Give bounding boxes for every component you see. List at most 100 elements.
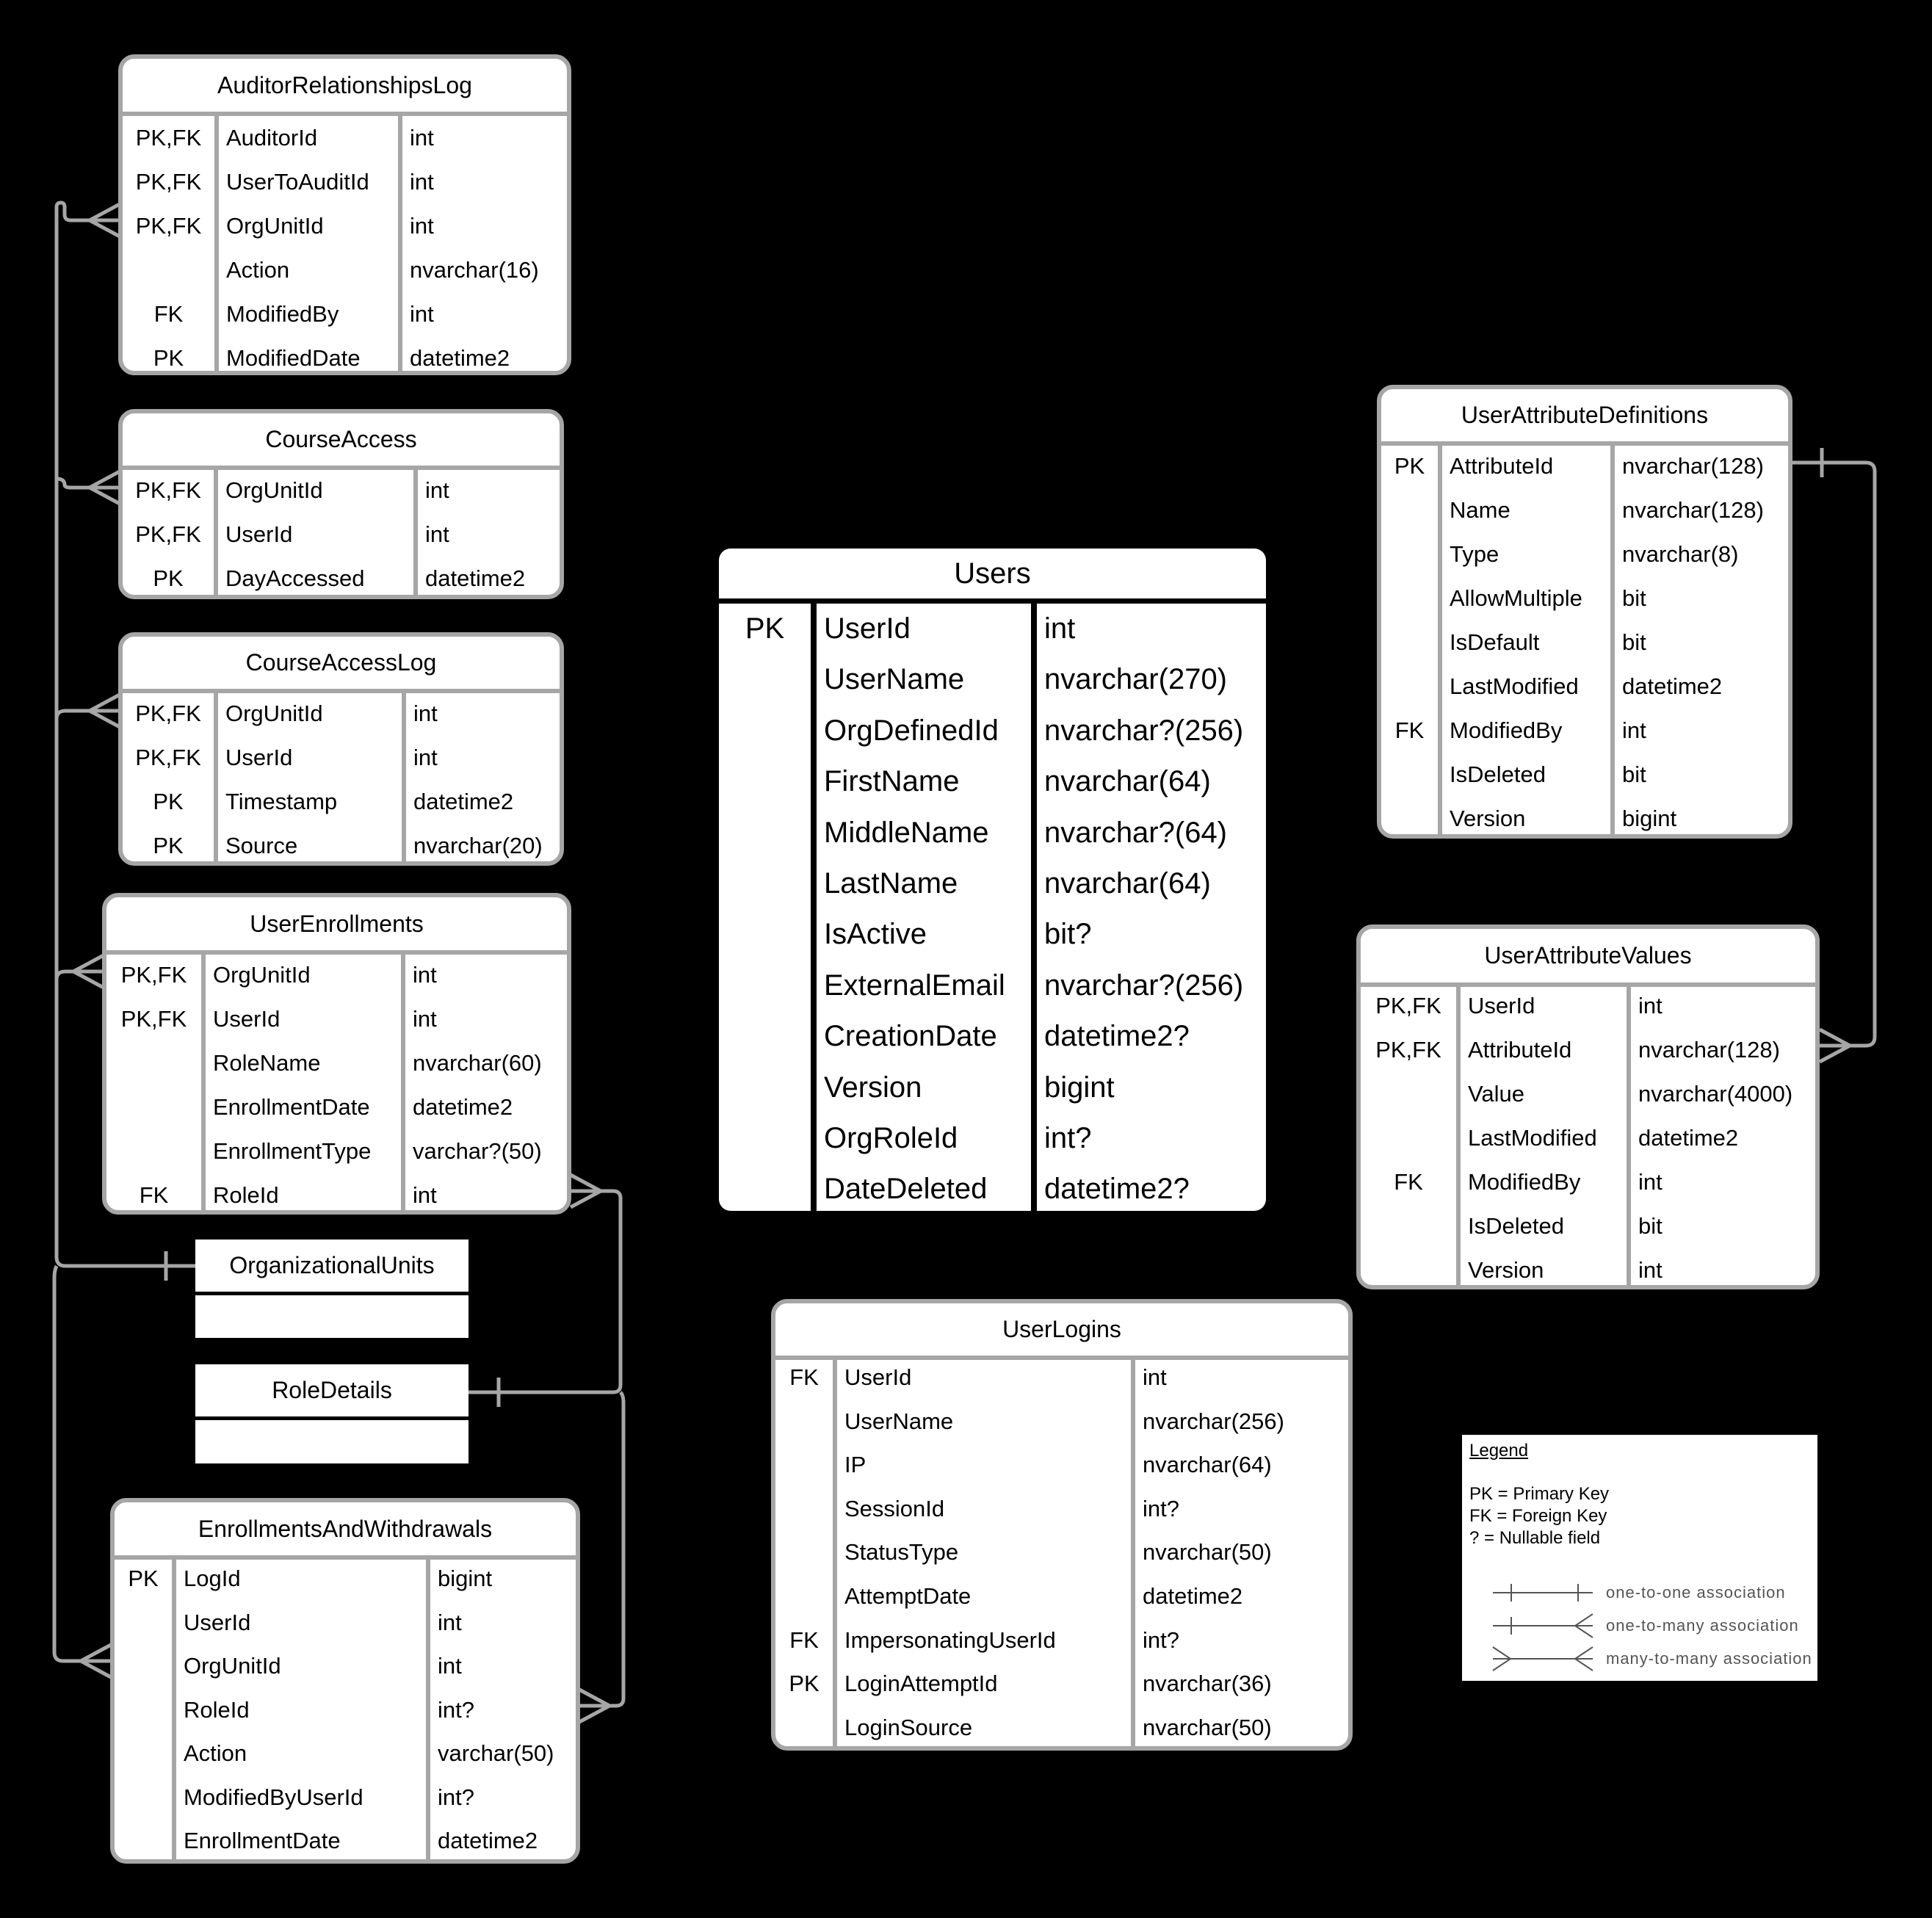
type-cell: nvarchar(8) [1622,541,1739,567]
entity-body: PK,FK PK,FK PK PK OrgUnitId UserId Times… [123,693,560,861]
field-column: AuditorId UserToAuditId OrgUnitId Action… [219,116,402,371]
entity-title: CourseAccessLog [123,637,560,693]
field-cell: UserId [225,745,293,770]
field-cell: UserId [184,1609,251,1635]
type-column: int nvarchar(270) nvarchar?(256) nvarcha… [1037,604,1266,1211]
key-cell [719,1014,811,1065]
entity-body: PK,FK PK,FK FK OrgUnitId UserId RoleName… [106,955,567,1210]
entity-enrollments-and-withdrawals[interactable]: EnrollmentsAndWithdrawals PK LogId UserI… [110,1498,580,1864]
entity-title: CourseAccess [123,413,560,470]
entity-body: PK LogId UserId OrgUnitId RoleId Action … [115,1560,576,1859]
connector-roledetails [468,1189,623,1394]
type-column: nvarchar(128) nvarchar(128) nvarchar(8) … [1615,446,1788,834]
key-column: PK,FK PK,FK FK [106,955,206,1210]
entity-users[interactable]: Users PK UserId UserName OrgDefinedId Fi… [719,549,1266,1211]
type-cell: nvarchar?(256) [1044,714,1244,747]
type-column: int int datetime2 nvarchar(20) [406,693,560,861]
field-cell: Version [824,1071,922,1104]
entity-organizational-units[interactable]: OrganizationalUnits [195,1240,468,1338]
key-cell [719,1065,811,1116]
field-cell: EnrollmentDate [184,1828,341,1853]
field-cell: OrgDefinedId [824,714,999,747]
legend-row-one-to-many: one-to-many association [1491,1611,1799,1640]
key-cell: PK [128,1566,159,1591]
field-cell: AllowMultiple [1450,585,1582,611]
type-cell: int? [438,1784,474,1810]
type-cell: nvarchar(64) [1143,1452,1272,1478]
entity-role-details[interactable]: RoleDetails [195,1364,468,1463]
entity-title: AuditorRelationshipsLog [123,59,567,116]
one-to-many-icon [1493,1613,1593,1638]
entity-auditor-relationships-log[interactable]: AuditorRelationshipsLog PK,FK PK,FK PK,F… [118,54,571,375]
key-cell [123,257,214,301]
field-cell: Version [1450,806,1526,831]
field-cell: Action [226,257,290,283]
field-cell: DateDeleted [824,1173,988,1206]
field-cell: AttemptDate [844,1582,972,1609]
type-cell: datetime2 [1638,1125,1739,1151]
key-cell [106,1138,201,1182]
legend-definition: FK = Foreign Key [1469,1506,1607,1526]
key-cell: PK,FK [135,213,202,239]
field-column: AttributeId Name Type AllowMultiple IsDe… [1442,446,1615,834]
field-column: UserId UserName OrgDefinedId FirstName M… [817,604,1037,1211]
connector-ca [56,477,120,490]
entity-course-access[interactable]: CourseAccess PK,FK PK,FK PK OrgUnitId Us… [118,409,564,599]
field-cell: OrgUnitId [213,962,311,988]
key-cell [1381,806,1438,834]
field-cell: Value [1468,1081,1524,1107]
key-cell [775,1408,833,1452]
key-cell [1381,629,1438,673]
key-cell [1361,1081,1456,1125]
key-cell [775,1452,833,1496]
type-cell: nvarchar(36) [1143,1671,1272,1697]
type-cell: nvarchar(50) [1143,1539,1272,1566]
entity-user-attribute-definitions[interactable]: UserAttributeDefinitions PK FK Attribute… [1377,385,1792,839]
field-cell: RoleName [213,1050,321,1076]
key-cell [106,1050,201,1094]
key-cell: PK,FK [120,962,187,988]
key-cell [1361,1257,1456,1285]
legend-label: one-to-one association [1606,1583,1786,1602]
key-cell: PK,FK [135,169,202,195]
type-cell: datetime2 [1143,1582,1243,1609]
field-cell: Version [1468,1257,1544,1283]
entity-title: UserEnrollments [106,897,567,955]
type-cell: int [413,701,438,726]
type-cell: int [1638,1257,1663,1283]
field-cell: UserId [225,521,293,547]
entity-body: PK,FK PK,FK PK OrgUnitId UserId DayAcces… [123,470,560,595]
entity-user-attribute-values[interactable]: UserAttributeValues PK,FK PK,FK FK UserI… [1356,924,1820,1289]
crow-foot-ca [87,469,121,506]
field-cell: ExternalEmail [824,969,1005,1002]
key-cell: PK [745,612,785,645]
connector-ue [54,969,104,980]
field-cell: AttributeId [1468,1037,1572,1063]
key-cell [719,861,811,912]
field-cell: ImpersonatingUserId [844,1626,1056,1653]
key-cell: FK [789,1364,819,1390]
key-cell [1381,497,1438,541]
type-cell: bit [1622,629,1646,655]
key-cell: FK [139,1182,169,1208]
type-cell: int [413,745,438,770]
crow-foot-eaw-left [79,1643,112,1679]
field-cell: ModifiedByUserId [184,1784,363,1810]
key-cell [1361,1125,1456,1169]
type-cell: nvarchar(50) [1143,1714,1272,1740]
entity-course-access-log[interactable]: CourseAccessLog PK,FK PK,FK PK PK OrgUni… [118,632,564,866]
entity-user-enrollments[interactable]: UserEnrollments PK,FK PK,FK FK OrgUnitId… [102,893,571,1215]
entity-title: Users [719,549,1266,604]
type-cell: int [425,521,449,547]
connector-eaw-left [52,1264,111,1663]
key-cell [719,1116,811,1167]
field-cell: AuditorId [226,125,318,151]
field-column: UserId UserName IP SessionId StatusType … [837,1360,1135,1746]
field-cell: Type [1450,541,1499,567]
connector-eaw-right [579,1391,626,1708]
key-cell [775,1496,833,1540]
entity-user-logins[interactable]: UserLogins FK FK PK UserId UserName IP S… [771,1299,1353,1751]
field-cell: StatusType [844,1539,959,1566]
type-cell: int? [1044,1121,1092,1154]
entity-title: UserLogins [775,1303,1348,1360]
